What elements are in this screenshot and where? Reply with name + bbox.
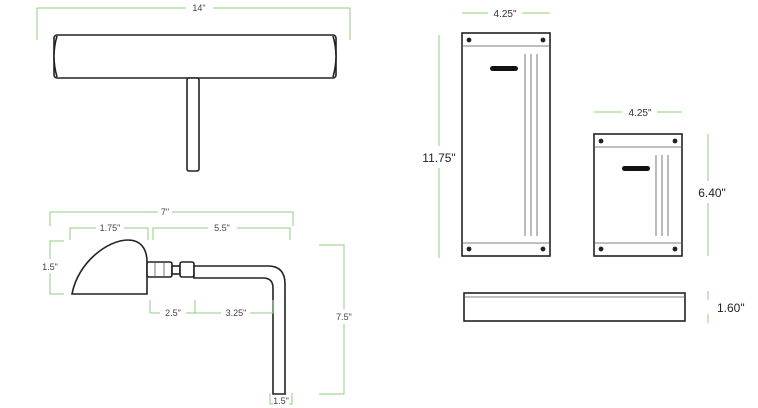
post-label: 1.5" xyxy=(273,396,289,406)
base-profile: 1.60" xyxy=(463,291,745,323)
lamp-top-view: 14" xyxy=(36,3,351,172)
base-small-height-dimension: 6.40" xyxy=(698,134,726,256)
screw-icon xyxy=(466,246,472,252)
drop-height-dimension: 7.5" xyxy=(319,244,352,395)
base-small-width-dimension: 4.25" xyxy=(594,108,682,119)
lamp-head-end-left xyxy=(53,35,58,78)
screw-icon xyxy=(598,246,604,252)
screw-icon xyxy=(466,37,472,43)
shade-width-dimension: 1.75" xyxy=(69,223,149,240)
drop-height-label: 7.5" xyxy=(336,312,352,322)
lamp-head-end-right xyxy=(332,35,337,78)
shade-height-dimension: 1.5" xyxy=(42,240,64,295)
arm-width-dimension: 5.5" xyxy=(152,223,291,240)
base-large-height-dimension: 11.75" xyxy=(422,35,456,258)
base-small: 4.25" 6.40" xyxy=(593,108,726,257)
lamp-top-width-label: 14" xyxy=(192,3,205,13)
screw-icon xyxy=(540,37,546,43)
collar-label: 2.5" xyxy=(165,308,181,318)
base-profile-bar xyxy=(463,292,686,322)
post-dimension: 1.5" xyxy=(269,393,293,406)
base-profile-height-label: 1.60" xyxy=(717,301,745,315)
base-profile-height-dimension: 1.60" xyxy=(707,291,745,323)
screw-icon xyxy=(672,246,678,252)
switch-slot xyxy=(490,66,518,71)
lamp-stem xyxy=(186,77,200,172)
lamp-joint xyxy=(179,261,195,278)
lamp-arm xyxy=(193,265,286,395)
shade-height-label: 1.5" xyxy=(42,262,58,272)
base-small-width-label: 4.25" xyxy=(628,108,651,119)
base-large-height-label: 11.75" xyxy=(422,151,455,165)
arm-width-label: 5.5" xyxy=(214,223,230,233)
screw-icon xyxy=(672,138,678,144)
lamp-total-width-label: 7" xyxy=(161,207,169,217)
lamp-connector xyxy=(171,265,181,275)
lamp-collar xyxy=(146,261,173,278)
base-large-width-label: 4.25" xyxy=(493,9,516,20)
switch-slot xyxy=(622,166,650,171)
lamp-side-view: 7" 1.75" 5.5" 1.5" xyxy=(42,207,352,406)
base-small-height-label: 6.40" xyxy=(698,186,726,200)
screw-icon xyxy=(598,138,604,144)
shade-width-label: 1.75" xyxy=(100,223,121,233)
elbow-label: 3.25" xyxy=(226,308,247,318)
base-large: 4.25" 11.75" xyxy=(422,9,551,258)
lamp-top-width-dimension: 14" xyxy=(36,3,351,40)
lamp-shade xyxy=(71,239,148,295)
lamp-head-body xyxy=(53,34,337,79)
lamp-total-width-dimension: 7" xyxy=(49,207,294,226)
elbow-dimension: 3.25" xyxy=(195,300,274,318)
screw-icon xyxy=(540,246,546,252)
base-large-width-dimension: 4.25" xyxy=(462,9,550,20)
base-small-plate xyxy=(593,133,683,257)
collar-dimension: 2.5" xyxy=(149,300,196,318)
